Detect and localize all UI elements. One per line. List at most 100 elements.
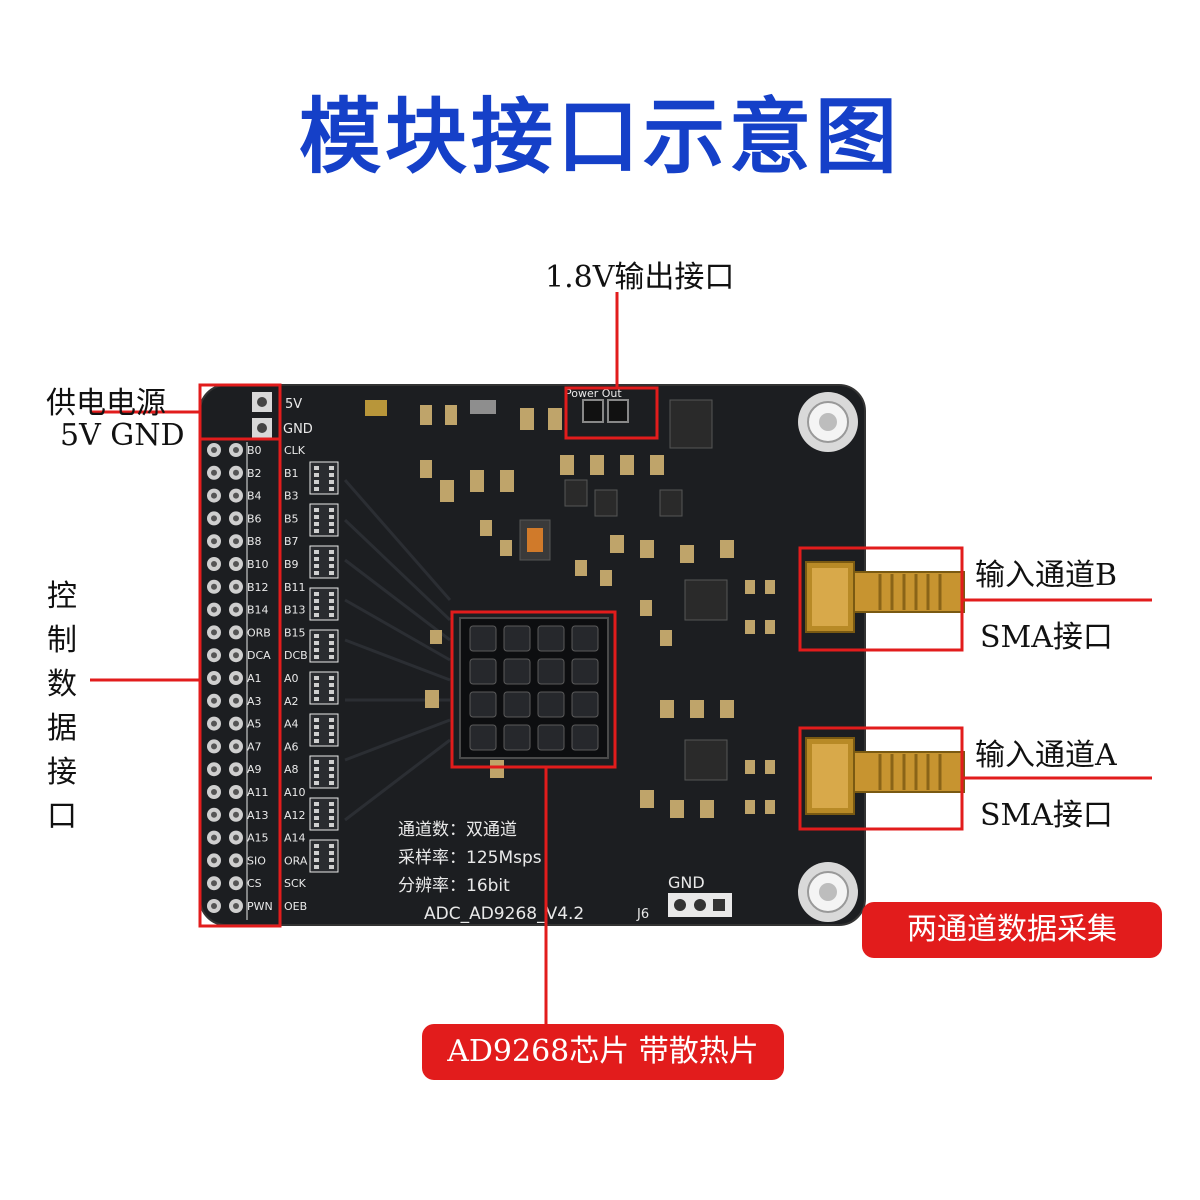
- header-label-left: B14: [247, 604, 269, 617]
- resistor-pack: [309, 461, 339, 495]
- resistor-pack: [309, 755, 339, 789]
- ic-chips: [519, 399, 728, 781]
- dual-channel-badge: 两通道数据采集: [862, 902, 1162, 958]
- resistor-pack: [309, 797, 339, 831]
- heatsink-fin: [571, 658, 599, 685]
- header-label-right: A12: [284, 809, 306, 822]
- power-pins-label: 5V GND: [60, 418, 185, 453]
- power-supply-label: 供电电源: [46, 386, 166, 421]
- heatsink-fin: [503, 658, 531, 685]
- heatsink-fin: [469, 691, 497, 718]
- header-label-right: A2: [284, 695, 299, 708]
- output-box: [564, 386, 659, 440]
- output-1v8-label: 1.8V输出接口: [545, 260, 735, 295]
- header-label-left: DCA: [247, 649, 271, 662]
- resistor-pack: [309, 671, 339, 705]
- header-label-right: A10: [284, 786, 306, 799]
- header-label-left: A9: [247, 763, 262, 776]
- power-out-silk: Power Out: [565, 387, 622, 400]
- header-label-right: B5: [284, 512, 299, 525]
- resistor-pack: [309, 629, 339, 663]
- header-label-left: A7: [247, 740, 262, 753]
- header-label-left: B12: [247, 581, 269, 594]
- j6-silk-label: J6: [636, 907, 649, 922]
- channel-b-sma-label: SMA接口: [980, 620, 1113, 655]
- silk-gnd: GND: [283, 422, 313, 437]
- silk-5v: 5V: [285, 397, 302, 412]
- output-header-pins: [582, 399, 629, 423]
- header-label-left: ORB: [247, 626, 271, 639]
- channel-a-sma-label: SMA接口: [980, 798, 1113, 833]
- header-label-left: CS: [247, 877, 262, 890]
- resistor-packs: [309, 461, 339, 873]
- spec-line-2: 采样率：125Msps: [398, 848, 542, 868]
- sma-connector-b: [805, 561, 965, 633]
- resistor-pack: [309, 503, 339, 537]
- resistor-pack: [309, 587, 339, 621]
- spec-line-1: 通道数：双通道: [398, 820, 517, 840]
- header-label-left: A1: [247, 672, 262, 685]
- control-data-label: 控制数据接口: [47, 579, 77, 834]
- board-name: ADC_AD9268_V4.2: [424, 904, 584, 924]
- header-label-right: ORA: [284, 854, 308, 867]
- heatsink-fin: [503, 691, 531, 718]
- channel-a-label: 输入通道A: [975, 738, 1117, 773]
- header-label-right: A4: [284, 718, 299, 731]
- header-label-right: A0: [284, 672, 299, 685]
- mount-hole-top: [798, 392, 858, 452]
- heatsink-fin: [537, 724, 565, 751]
- header-label-right: B11: [284, 581, 306, 594]
- chip-badge: AD9268芯片 带散热片: [422, 1024, 784, 1080]
- pcb-traces: [343, 479, 452, 822]
- header-label-left: PWN: [247, 900, 273, 913]
- header-label-left: B10: [247, 558, 269, 571]
- header-label-left: A3: [247, 695, 262, 708]
- resistor-pack: [309, 713, 339, 747]
- resistor-pack: [309, 839, 339, 873]
- header-label-left: A15: [247, 832, 269, 845]
- header-label-right: B13: [284, 604, 306, 617]
- header-label-right: B3: [284, 490, 299, 503]
- header-label-right: DCB: [284, 649, 308, 662]
- header-label-left: B6: [247, 512, 262, 525]
- heatsink-fin: [469, 658, 497, 685]
- heatsink: [459, 617, 609, 759]
- power-header-pins: [252, 392, 272, 438]
- header-label-right: A6: [284, 740, 299, 753]
- header-label-left: A11: [247, 786, 269, 799]
- header-label-left: B0: [247, 444, 262, 457]
- heatsink-fin: [469, 625, 497, 652]
- heatsink-fin: [537, 625, 565, 652]
- heatsink-fin: [469, 724, 497, 751]
- header-label-left: B2: [247, 467, 262, 480]
- chip-box: [450, 610, 617, 769]
- heatsink-fin: [571, 691, 599, 718]
- control-box: [198, 437, 282, 928]
- gnd-silk-label: GND: [668, 873, 705, 892]
- spec-line-3: 分辨率：16bit: [398, 876, 510, 896]
- header-label-left: SIO: [247, 854, 266, 867]
- passive-components: [365, 400, 775, 818]
- heatsink-fin: [503, 625, 531, 652]
- header-label-right: B9: [284, 558, 299, 571]
- heatsink-fin: [503, 724, 531, 751]
- channel-b-label: 输入通道B: [975, 558, 1118, 593]
- header-label-left: A13: [247, 809, 269, 822]
- header-label-right: SCK: [284, 877, 307, 890]
- header-label-right: A8: [284, 763, 299, 776]
- header-label-left: B4: [247, 490, 262, 503]
- header-label-right: B1: [284, 467, 299, 480]
- header-label-right: A14: [284, 832, 306, 845]
- header-label-right: OEB: [284, 900, 307, 913]
- mount-hole-bottom: [798, 862, 858, 922]
- inductor: [527, 528, 543, 552]
- header-label-right: B7: [284, 535, 299, 548]
- heatsink-fin: [537, 691, 565, 718]
- header-label-left: B8: [247, 535, 262, 548]
- leader-lines: [90, 292, 1152, 1025]
- resistor-pack: [309, 545, 339, 579]
- header-label-right: CLK: [284, 444, 306, 457]
- header-label-right: B15: [284, 626, 306, 639]
